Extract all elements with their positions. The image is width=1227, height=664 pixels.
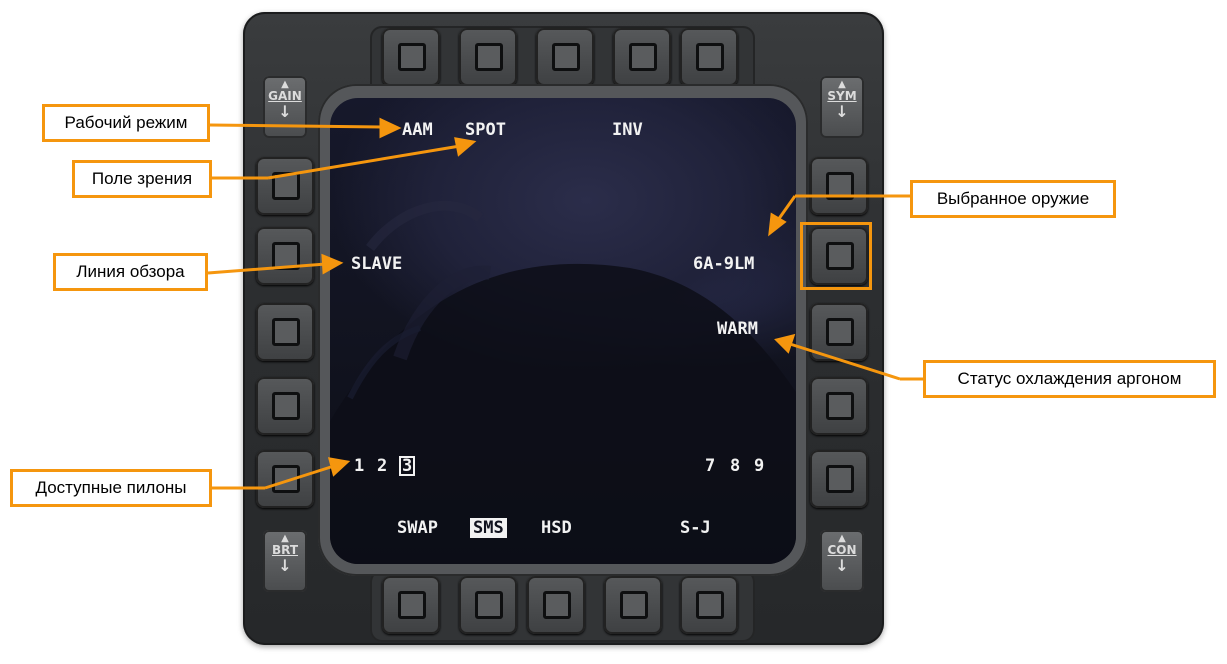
osb-bottom-3[interactable] [527,576,585,634]
brt-label: BRT [271,543,299,557]
sym-rocker[interactable]: ▲ SYM ↓ [820,76,864,138]
osb-bottom-5[interactable] [680,576,738,634]
rocker-down-arrow-icon: ↓ [835,556,849,575]
callout-argon-cooling: Статус охлаждения аргоном [923,360,1216,398]
osb-right-5[interactable] [810,450,868,508]
pylon-2[interactable]: 2 [377,456,388,476]
rocker-down-arrow-icon: ↓ [278,556,292,575]
mfd-screen: AAM SPOT INV SLAVE 6A-9LM WARM 1 2 3 7 8… [330,98,796,564]
pylon-3-selected[interactable]: 3 [399,456,416,476]
osb-left-3[interactable] [256,303,314,361]
los-label[interactable]: SLAVE [351,254,403,274]
osb-top-5[interactable] [680,28,738,86]
selected-weapon-label[interactable]: 6A-9LM [693,254,755,274]
con-rocker[interactable]: ▲ CON ↓ [820,530,864,592]
rocker-down-arrow-icon: ↓ [278,102,292,121]
osb-bottom-1[interactable] [382,576,440,634]
callout-line-of-sight: Линия обзора [53,253,208,291]
pylon-9[interactable]: 9 [754,456,765,476]
pylon-7[interactable]: 7 [705,456,716,476]
osb-left-1[interactable] [256,157,314,215]
gain-rocker[interactable]: ▲ GAIN ↓ [263,76,307,138]
sms-label-selected[interactable]: SMS [470,518,507,538]
osb-left-4[interactable] [256,377,314,435]
con-label: CON [827,543,857,557]
callout-work-mode: Рабочий режим [42,104,210,142]
osb-bottom-4[interactable] [604,576,662,634]
hsd-label[interactable]: HSD [541,518,572,538]
osb-left-5[interactable] [256,450,314,508]
polarity-label[interactable]: INV [612,120,643,140]
swap-label[interactable]: SWAP [397,518,438,538]
sym-label: SYM [827,89,857,103]
osb-top-2[interactable] [459,28,517,86]
osb-top-3[interactable] [536,28,594,86]
pylon-8[interactable]: 8 [730,456,741,476]
callout-selected-weapon: Выбранное оружие [910,180,1116,218]
osb-right-3[interactable] [810,303,868,361]
osb-bottom-2[interactable] [459,576,517,634]
pylon-1[interactable]: 1 [354,456,365,476]
callout-field-of-view: Поле зрения [72,160,212,198]
brt-rocker[interactable]: ▲ BRT ↓ [263,530,307,592]
selected-osb-highlight [800,222,872,290]
osb-right-2[interactable] [810,227,868,285]
rocker-up-arrow-icon: ▲ [838,79,846,90]
sj-label[interactable]: S-J [680,518,711,538]
callout-available-pylons: Доступные пилоны [10,469,212,507]
osb-right-4[interactable] [810,377,868,435]
osb-top-1[interactable] [382,28,440,86]
rocker-up-arrow-icon: ▲ [281,79,289,90]
fov-label[interactable]: SPOT [465,120,506,140]
rocker-up-arrow-icon: ▲ [281,533,289,544]
rocker-down-arrow-icon: ↓ [835,102,849,121]
osb-right-1[interactable] [810,157,868,215]
cooling-status-label[interactable]: WARM [717,319,758,339]
osb-top-4[interactable] [613,28,671,86]
gain-label: GAIN [268,89,302,103]
screen-background-terrain [330,200,796,564]
rocker-up-arrow-icon: ▲ [838,533,846,544]
mode-label[interactable]: AAM [402,120,433,140]
